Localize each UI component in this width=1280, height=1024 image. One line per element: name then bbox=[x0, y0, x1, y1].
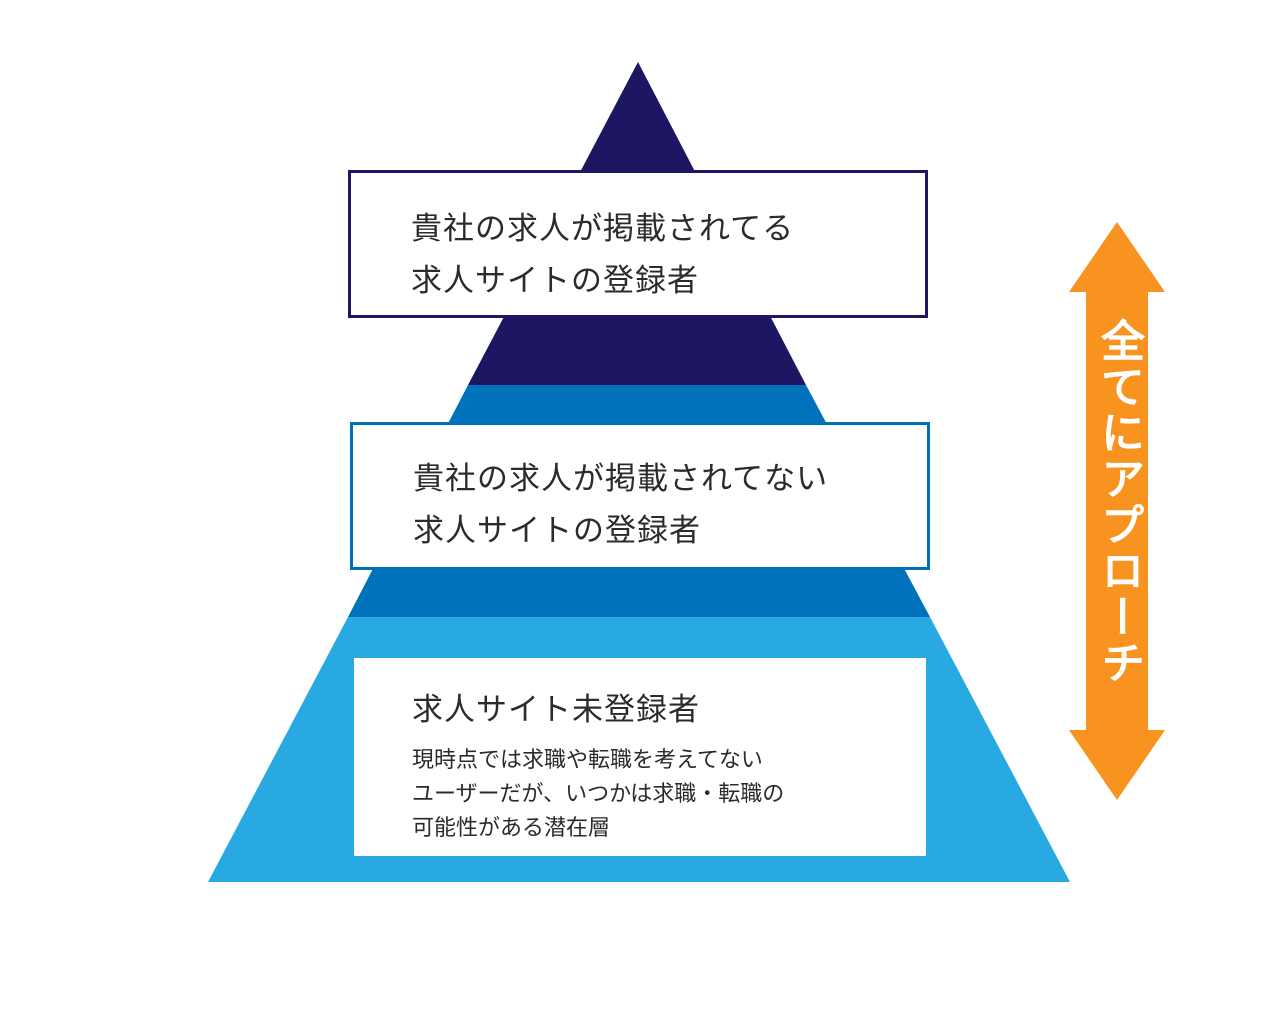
tier-bottom-title: 求人サイト未登録者 bbox=[412, 684, 926, 736]
tier-middle-title-line-2: 求人サイトの登録者 bbox=[413, 513, 701, 549]
tier-bottom-description: 現時点では求職や転職を考えてない ユーザーだが、いつかは求職・転職の 可能性があ… bbox=[412, 744, 926, 846]
tier-top-label-box: 貴社の求人が掲載されてる 求人サイトの登録者 bbox=[348, 170, 928, 318]
tier-bottom-title-line-1: 求人サイト未登録者 bbox=[412, 692, 700, 728]
double-headed-arrow-icon bbox=[1069, 222, 1165, 800]
tier-bottom-description-line-2: ユーザーだが、いつかは求職・転職の bbox=[412, 782, 785, 807]
tier-top-title-line-2: 求人サイトの登録者 bbox=[411, 263, 699, 299]
approach-all-label: 全てにアプローチ bbox=[1093, 318, 1144, 686]
tier-middle-title-line-1: 貴社の求人が掲載されてない bbox=[413, 461, 829, 497]
tier-middle-label-box: 貴社の求人が掲載されてない 求人サイトの登録者 bbox=[350, 422, 930, 570]
tier-top-title-line-1: 貴社の求人が掲載されてる bbox=[411, 211, 795, 247]
tier-bottom-description-line-1: 現時点では求職や転職を考えてない bbox=[412, 748, 763, 773]
tier-top-title: 貴社の求人が掲載されてる 求人サイトの登録者 bbox=[411, 203, 925, 307]
tier-middle-title: 貴社の求人が掲載されてない 求人サイトの登録者 bbox=[413, 453, 927, 557]
tier-bottom-description-line-3: 可能性がある潜在層 bbox=[412, 816, 611, 841]
tier-bottom-label-box: 求人サイト未登録者 現時点では求職や転職を考えてない ユーザーだが、いつかは求職… bbox=[354, 658, 926, 856]
